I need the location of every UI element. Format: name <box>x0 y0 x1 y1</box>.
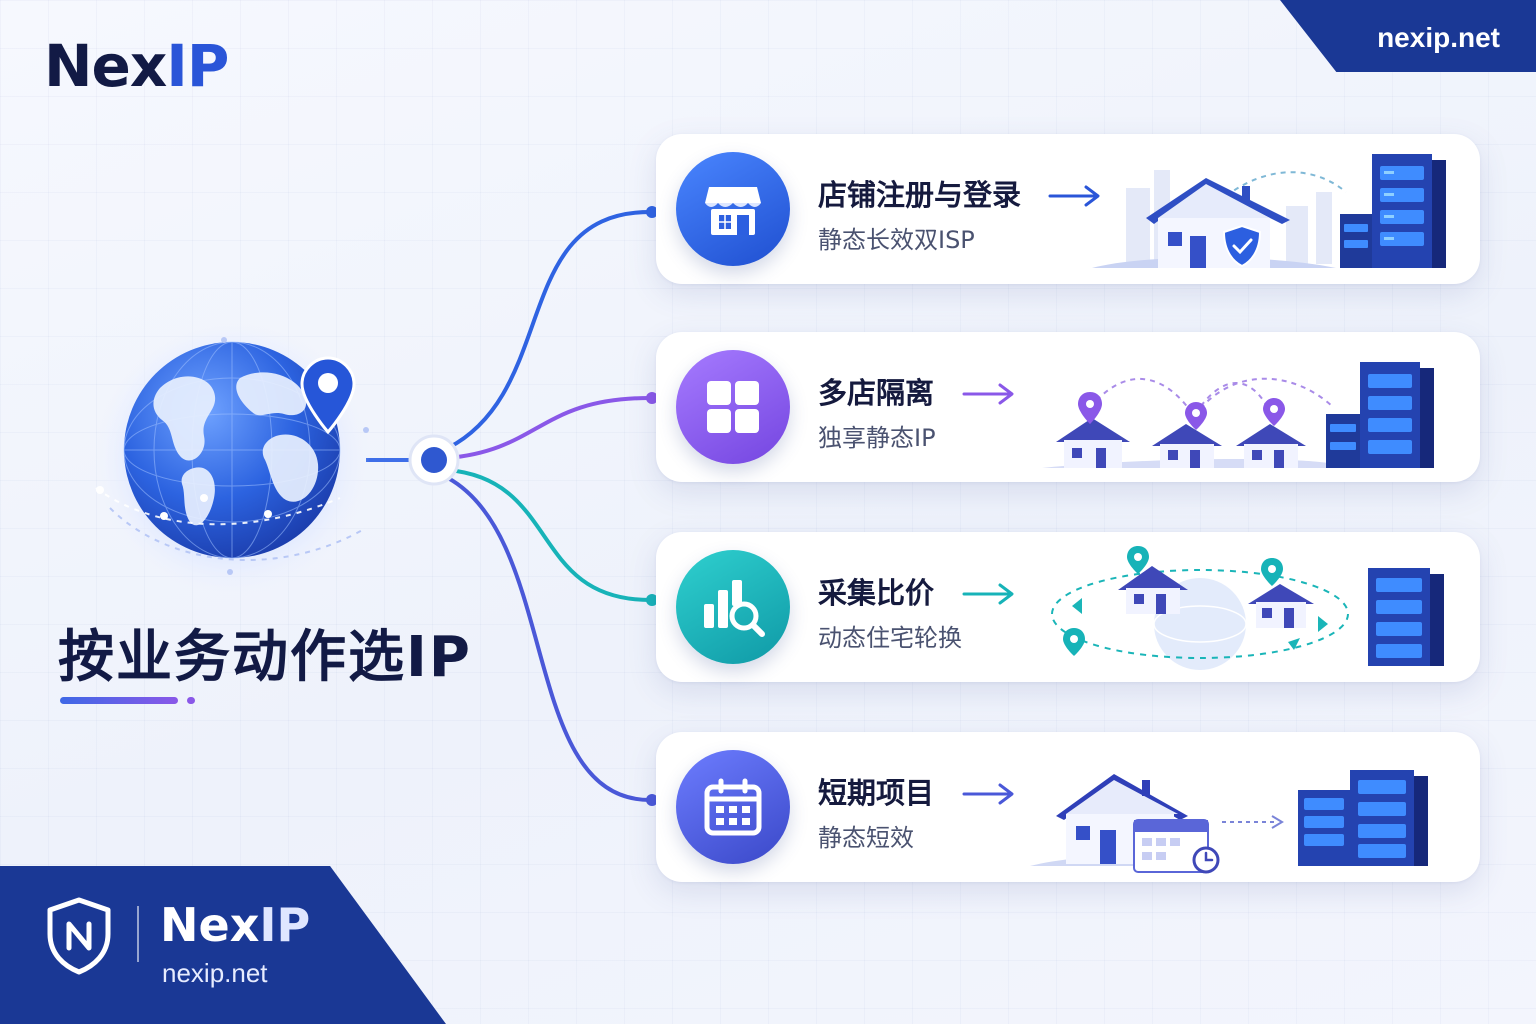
card-subtitle: 独享静态IP <box>818 424 936 452</box>
server-rack-icon <box>1298 770 1428 866</box>
headline-underline <box>60 697 178 704</box>
top-url-text[interactable]: nexip.net <box>1377 22 1500 53</box>
card-multi-store-isolation[interactable]: 多店隔离 独享静态IP <box>656 332 1480 482</box>
headline-underline-dot <box>187 697 195 704</box>
arrow-right-icon <box>962 583 1014 605</box>
hub-node-core <box>421 447 447 473</box>
house-icon <box>1248 584 1314 628</box>
location-pin-icon <box>300 356 356 435</box>
arrow-right-icon <box>1048 185 1100 207</box>
shield-logo-icon <box>47 897 111 975</box>
house-icon <box>1146 178 1290 224</box>
brand-name-prefix: Nex <box>44 32 167 100</box>
server-rack-icon <box>1340 154 1446 268</box>
card-title: 短期项目 <box>818 776 935 810</box>
clock-icon <box>1192 846 1220 874</box>
card-title: 店铺注册与登录 <box>818 178 1022 212</box>
headline-title: 按业务动作选IP <box>58 625 472 690</box>
badge-brand-name: NexIP <box>160 898 310 952</box>
rotating-residential-illustration <box>1051 546 1444 670</box>
house-icon <box>1056 418 1130 468</box>
calendar-icon <box>1133 819 1209 873</box>
hub-node <box>408 434 460 486</box>
arrow-right-icon <box>962 783 1014 805</box>
connector-line-2 <box>447 396 651 460</box>
house-server-illustration <box>1092 154 1446 268</box>
house-icon <box>1118 566 1188 614</box>
brand-name-prefix: Nex <box>160 898 260 952</box>
card-title: 采集比价 <box>818 576 935 610</box>
globe-illustration <box>94 320 370 596</box>
card-subtitle: 静态短效 <box>818 824 914 852</box>
calendar-icon <box>676 750 790 864</box>
house-icon <box>1152 424 1222 468</box>
connector-line-3 <box>447 468 651 602</box>
card-price-scraping[interactable]: 采集比价 动态住宅轮换 <box>656 532 1480 682</box>
arrow-right-icon <box>962 383 1014 405</box>
short-term-house-illustration <box>1030 770 1428 874</box>
card-subtitle: 动态住宅轮换 <box>818 624 962 652</box>
house-icon <box>1236 424 1306 468</box>
badge-divider <box>137 906 139 962</box>
brand-name-suffix: IP <box>166 32 229 100</box>
chart-search-icon <box>676 550 790 664</box>
card-subtitle: 静态长效双ISP <box>818 226 975 254</box>
brand-logo-top: NexIP <box>44 32 229 100</box>
card-title: 多店隔离 <box>818 376 935 410</box>
card-store-registration[interactable]: 店铺注册与登录 静态长效双ISP <box>656 134 1480 284</box>
location-pin-icon <box>1078 392 1285 430</box>
brand-name-suffix: IP <box>259 898 311 952</box>
card-short-term-project[interactable]: 短期项目 静态短效 <box>656 732 1480 882</box>
connector-line-1 <box>447 210 651 450</box>
server-rack-icon <box>1326 362 1434 468</box>
storefront-icon <box>676 152 790 266</box>
connector-line-4 <box>447 476 651 802</box>
shield-check-icon <box>1222 224 1262 268</box>
multi-house-illustration <box>1042 362 1434 468</box>
server-rack-icon <box>1368 568 1444 666</box>
grid-icon <box>676 350 790 464</box>
badge-url[interactable]: nexip.net <box>162 958 268 988</box>
